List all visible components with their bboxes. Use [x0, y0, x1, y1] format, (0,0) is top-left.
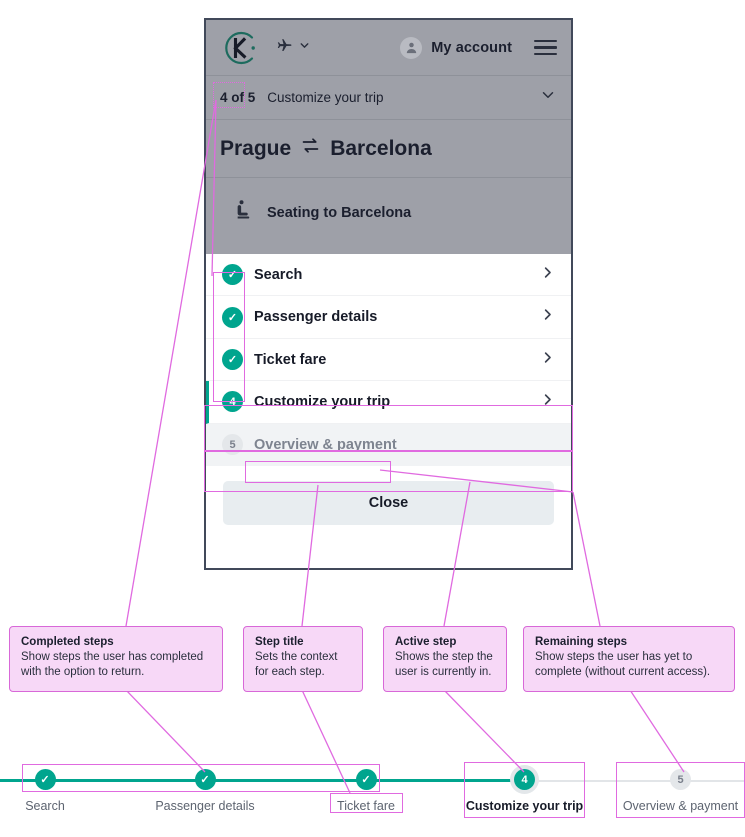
callout-title: Remaining steps — [535, 636, 628, 648]
step-status-badge: ✓ — [222, 349, 243, 371]
airplane-icon — [274, 36, 293, 60]
chevron-down-icon — [298, 39, 311, 57]
stepper-status-badge: ✓ — [194, 769, 216, 790]
hamburger-menu-icon[interactable] — [534, 39, 557, 56]
step-row-label: Customize your trip — [254, 393, 391, 410]
callout-title: Step title — [255, 636, 304, 648]
account-menu[interactable]: My account — [400, 36, 512, 59]
chevron-right-icon[interactable] — [540, 392, 555, 412]
mobile-mockup-frame: My account 4 of 5 Customize your trip Pr… — [204, 18, 573, 570]
seating-label: Seating to Barcelona — [267, 205, 412, 221]
route-text: Prague Barcelona — [220, 135, 432, 162]
chevron-down-icon[interactable] — [539, 86, 557, 109]
stepper-node-search[interactable]: ✓ Search — [5, 769, 85, 813]
step-row-label: Passenger details — [254, 309, 378, 326]
route-destination: Barcelona — [330, 136, 432, 160]
chevron-right-icon[interactable] — [540, 265, 555, 285]
callout-step-title: Step title Sets the context for each ste… — [243, 626, 363, 692]
callout-remaining-steps: Remaining steps Show steps the user has … — [523, 626, 735, 692]
stepper-node-label: Search — [25, 799, 65, 813]
burger-line — [534, 46, 557, 49]
stepper-status-badge: 4 — [514, 769, 535, 790]
current-step-title: Customize your trip — [267, 90, 384, 105]
burger-line — [534, 39, 557, 43]
step-progress-bar[interactable]: 4 of 5 Customize your trip — [206, 76, 571, 120]
chevron-right-icon[interactable] — [540, 350, 555, 370]
burger-line — [534, 52, 557, 56]
seat-icon — [234, 199, 253, 227]
sheet-scrim — [206, 248, 571, 254]
stepper-status-badge: 5 — [670, 769, 691, 790]
stepper-node-label: Ticket fare — [337, 799, 395, 813]
user-avatar-icon — [400, 36, 423, 59]
stepper-node-ticket-fare[interactable]: ✓ Ticket fare — [325, 769, 407, 813]
account-label: My account — [431, 39, 512, 56]
callout-title: Completed steps — [21, 636, 114, 648]
stepper-node-passenger-details[interactable]: ✓ Passenger details — [145, 769, 265, 813]
step-row-passenger-details[interactable]: ✓ Passenger details — [206, 296, 571, 339]
seating-section: Seating to Barcelona — [206, 178, 571, 248]
callout-title: Active step — [395, 636, 457, 648]
close-button-area: Close — [206, 465, 571, 541]
step-row-label: Ticket fare — [254, 351, 327, 368]
step-row-search[interactable]: ✓ Search — [206, 254, 571, 297]
route-origin: Prague — [220, 136, 292, 160]
step-row-label: Search — [254, 266, 303, 283]
swap-arrows-icon — [300, 135, 321, 162]
callout-body: Show steps the user has yet to complete … — [535, 651, 711, 679]
step-status-badge: 4 — [222, 391, 243, 413]
step-status-badge: ✓ — [222, 264, 243, 286]
app-header: My account — [206, 20, 571, 76]
stepper-progress-line-remaining — [524, 780, 745, 782]
stepper-node-label: Passenger details — [155, 799, 255, 813]
close-button[interactable]: Close — [223, 480, 554, 525]
step-counter: 4 of 5 — [220, 90, 256, 105]
callout-body: Show steps the user has completed with t… — [21, 651, 204, 679]
callout-body: Sets the context for each step. — [255, 651, 338, 679]
stepper-node-overview-and-payment: 5 Overview & payment — [616, 769, 745, 813]
step-status-badge: 5 — [222, 434, 243, 456]
stepper-node-label: Customize your trip — [465, 799, 584, 813]
stepper-node-customize-your-trip[interactable]: 4 Customize your trip — [464, 769, 585, 813]
steps-bottom-sheet: ✓ Search ✓ Passenger details ✓ — [206, 254, 571, 541]
kiwi-k-logo-icon[interactable] — [220, 29, 258, 67]
step-row-ticket-fare[interactable]: ✓ Ticket fare — [206, 338, 571, 382]
step-row-overview-and-payment: 5 Overview & payment — [206, 423, 571, 466]
stepper-node-label: Overview & payment — [622, 799, 739, 813]
step-row-label: Overview & payment — [254, 436, 397, 453]
step-row-customize-your-trip[interactable]: 4 Customize your trip — [206, 381, 571, 424]
callout-completed-steps: Completed steps Show steps the user has … — [9, 626, 223, 692]
step-status-badge: ✓ — [222, 306, 243, 328]
stepper-status-badge: ✓ — [34, 769, 56, 790]
stepper-status-badge: ✓ — [355, 769, 377, 790]
chevron-right-icon[interactable] — [540, 307, 555, 327]
stepper-progress-line-completed — [0, 779, 524, 782]
flight-mode-selector[interactable] — [274, 36, 311, 60]
route-summary: Prague Barcelona — [206, 120, 571, 178]
callout-active-step: Active step Shows the step the user is c… — [383, 626, 507, 692]
callout-body: Shows the step the user is currently in. — [395, 651, 493, 679]
